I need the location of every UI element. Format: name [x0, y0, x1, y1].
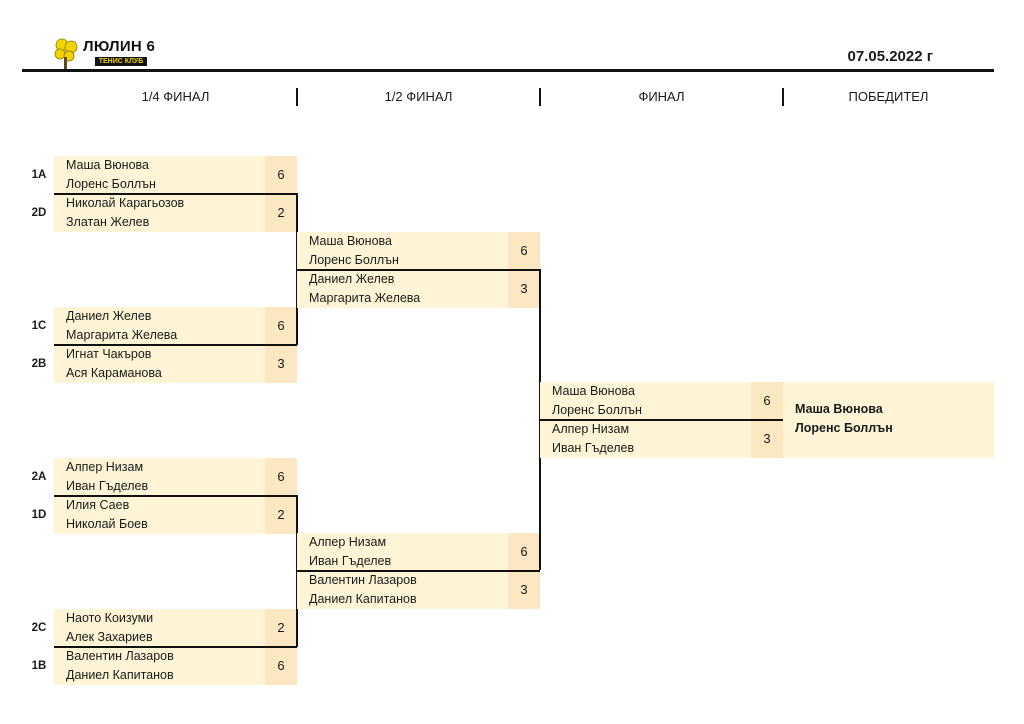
match-score: 2 [265, 609, 297, 647]
club-subtitle: ТЕНИС КЛУБ [95, 57, 147, 66]
player-name: Иван Гъделев [309, 554, 392, 568]
bracket-connector [54, 495, 297, 497]
tennis-ball-tree-icon [54, 38, 78, 69]
match-score: 6 [265, 647, 297, 685]
bracket-connector [54, 344, 297, 346]
match-score: 6 [265, 458, 297, 496]
match-score: 6 [265, 156, 297, 194]
event-date: 07.05.2022 г [847, 48, 934, 65]
round-semifinal: 1/2 ФИНАЛ [384, 89, 453, 104]
player-name: Лоренс Боллън [309, 253, 399, 267]
player-name: Златан Желев [66, 215, 150, 229]
player-name: Маргарита Желева [309, 291, 421, 305]
player-name: Иван Гъделев [552, 441, 635, 455]
club-name: ЛЮЛИН 6 [83, 38, 156, 55]
match-score: 6 [508, 232, 540, 270]
match-score: 6 [508, 533, 540, 571]
seed-label: 2D [31, 207, 47, 219]
seed-label: 1A [31, 169, 47, 181]
match-score: 6 [265, 307, 297, 345]
bracket-connector [296, 269, 298, 345]
winner-player-2: Лоренс Боллън [795, 421, 893, 435]
match-score: 3 [508, 270, 540, 308]
player-name: Алпер Низам [66, 460, 144, 474]
player-name: Даниел Капитанов [66, 668, 174, 682]
match-score: 3 [265, 345, 297, 383]
match-score: 6 [751, 382, 783, 420]
seed-label: 2C [31, 622, 47, 634]
bracket-connector [297, 269, 540, 271]
player-name: Илия Саев [66, 498, 130, 512]
bracket-connector [296, 571, 298, 647]
round-separator [782, 88, 784, 106]
player-name: Маша Вюнова [552, 384, 635, 398]
player-name: Алпер Низам [552, 422, 630, 436]
match-score: 2 [265, 496, 297, 534]
round-final: ФИНАЛ [638, 89, 685, 104]
winner-player-1: Маша Вюнова [795, 402, 883, 416]
player-name: Алпер Низам [309, 535, 387, 549]
match-score: 2 [265, 194, 297, 232]
player-name: Даниел Желев [309, 272, 395, 286]
player-name: Наото Коизуми [66, 611, 154, 625]
player-name: Маша Вюнова [66, 158, 149, 172]
player-name: Алек Захариев [66, 630, 153, 644]
player-name: Валентин Лазаров [66, 649, 174, 663]
player-name: Игнат Чакъров [66, 347, 152, 361]
bracket-connector [54, 193, 297, 195]
bracket-connector [54, 646, 297, 648]
player-name: Даниел Желев [66, 309, 152, 323]
player-name: Лоренс Боллън [66, 177, 156, 191]
bracket-connector [539, 269, 541, 420]
seed-label: 1C [31, 320, 47, 332]
bracket-connector [540, 419, 783, 421]
round-separator [296, 88, 298, 106]
seed-label: 1B [31, 660, 47, 672]
seed-label: 1D [31, 509, 47, 521]
round-separator [539, 88, 541, 106]
bracket-connector [297, 570, 540, 572]
player-name: Лоренс Боллън [552, 403, 642, 417]
player-name: Николай Карагьозов [66, 196, 185, 210]
bracket-connector [296, 495, 298, 571]
header-divider [22, 69, 994, 72]
winner-block: Маша Вюнова Лоренс Боллън [783, 382, 994, 458]
bracket-connector [296, 193, 298, 269]
player-name: Маша Вюнова [309, 234, 392, 248]
round-winner: ПОБЕДИТЕЛ [848, 89, 929, 104]
round-quarterfinal: 1/4 ФИНАЛ [141, 89, 210, 104]
match-score: 3 [751, 420, 783, 458]
player-name: Даниел Капитанов [309, 592, 417, 606]
player-name: Иван Гъделев [66, 479, 149, 493]
player-name: Валентин Лазаров [309, 573, 417, 587]
match-score: 3 [508, 571, 540, 609]
player-name: Маргарита Желева [66, 328, 178, 342]
player-name: Николай Боев [66, 517, 148, 531]
bracket-connector [539, 419, 541, 570]
seed-label: 2A [31, 471, 47, 483]
player-name: Ася Караманова [66, 366, 162, 380]
seed-label: 2B [31, 358, 47, 370]
